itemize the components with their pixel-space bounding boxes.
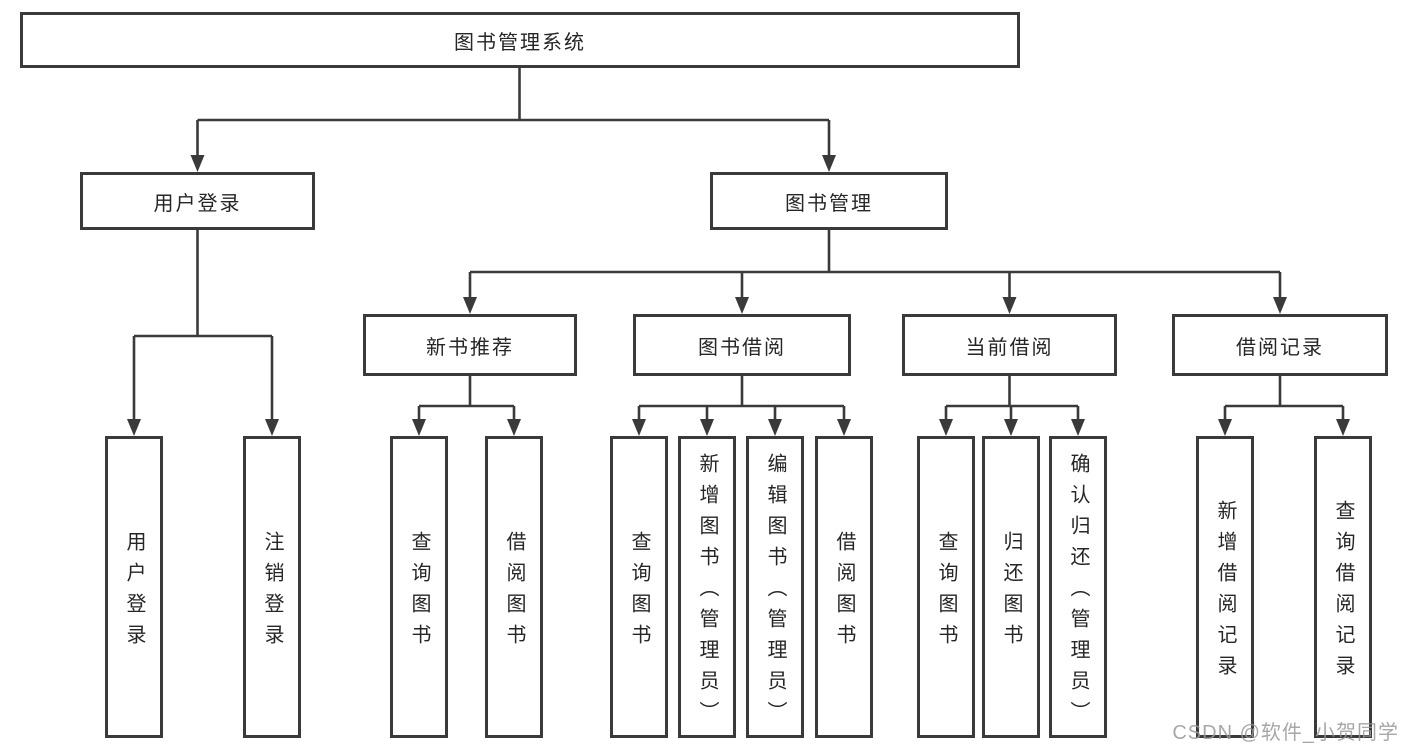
leaf-borrowing-query-books-label: 查询图书 (628, 530, 650, 655)
leaf-add-borrow-record-label: 新增借阅记录 (1214, 499, 1236, 686)
leaf-edit-books-admin-label: 编辑图书（管理员） (764, 453, 786, 732)
node-borrowing-records-label: 借阅记录 (1236, 336, 1324, 359)
node-book-management: 图书管理 (710, 172, 948, 230)
leaf-borrowing-query-books: 查询图书 (610, 436, 668, 738)
watermark: CSDN @软件_小贺同学 (1172, 722, 1399, 744)
leaf-current-query-books: 查询图书 (917, 436, 975, 738)
node-user-login-label: 用户登录 (153, 192, 242, 215)
leaf-user-login-label: 用户登录 (123, 530, 145, 655)
leaf-recommend-borrow-books: 借阅图书 (485, 436, 543, 738)
leaf-borrowing-borrow-books-label: 借阅图书 (833, 530, 855, 655)
node-current-borrowing-label: 当前借阅 (965, 336, 1054, 359)
arrowhead-icons (127, 155, 1350, 436)
node-book-management-label: 图书管理 (785, 192, 873, 215)
leaf-logout-label: 注销登录 (261, 530, 283, 655)
leaf-confirm-return-admin-label: 确认归还（管理员） (1067, 453, 1089, 732)
node-root-label: 图书管理系统 (454, 31, 586, 54)
node-new-book-recommend: 新书推荐 (363, 314, 577, 376)
node-book-borrowing: 图书借阅 (633, 314, 851, 376)
node-user-login: 用户登录 (80, 172, 315, 230)
node-root: 图书管理系统 (20, 12, 1020, 68)
leaf-current-query-books-label: 查询图书 (935, 530, 957, 655)
leaf-edit-books-admin: 编辑图书（管理员） (746, 436, 804, 738)
node-book-borrowing-label: 图书借阅 (698, 336, 786, 359)
node-borrowing-records: 借阅记录 (1172, 314, 1388, 376)
node-current-borrowing: 当前借阅 (902, 314, 1117, 376)
leaf-recommend-query-books: 查询图书 (390, 436, 448, 738)
leaf-query-borrow-record: 查询借阅记录 (1314, 436, 1372, 738)
leaf-return-books: 归还图书 (982, 436, 1040, 738)
leaf-borrowing-borrow-books: 借阅图书 (815, 436, 873, 738)
leaf-add-borrow-record: 新增借阅记录 (1196, 436, 1254, 738)
leaf-logout: 注销登录 (243, 436, 301, 738)
node-new-book-recommend-label: 新书推荐 (426, 336, 514, 359)
leaf-recommend-query-books-label: 查询图书 (408, 530, 430, 655)
leaf-recommend-borrow-books-label: 借阅图书 (503, 530, 525, 655)
leaf-return-books-label: 归还图书 (1000, 530, 1022, 655)
leaf-add-books-admin-label: 新增图书（管理员） (696, 453, 718, 732)
leaf-confirm-return-admin: 确认归还（管理员） (1049, 436, 1107, 738)
leaf-add-books-admin: 新增图书（管理员） (678, 436, 736, 738)
leaf-query-borrow-record-label: 查询借阅记录 (1332, 499, 1354, 686)
leaf-user-login: 用户登录 (105, 436, 163, 738)
